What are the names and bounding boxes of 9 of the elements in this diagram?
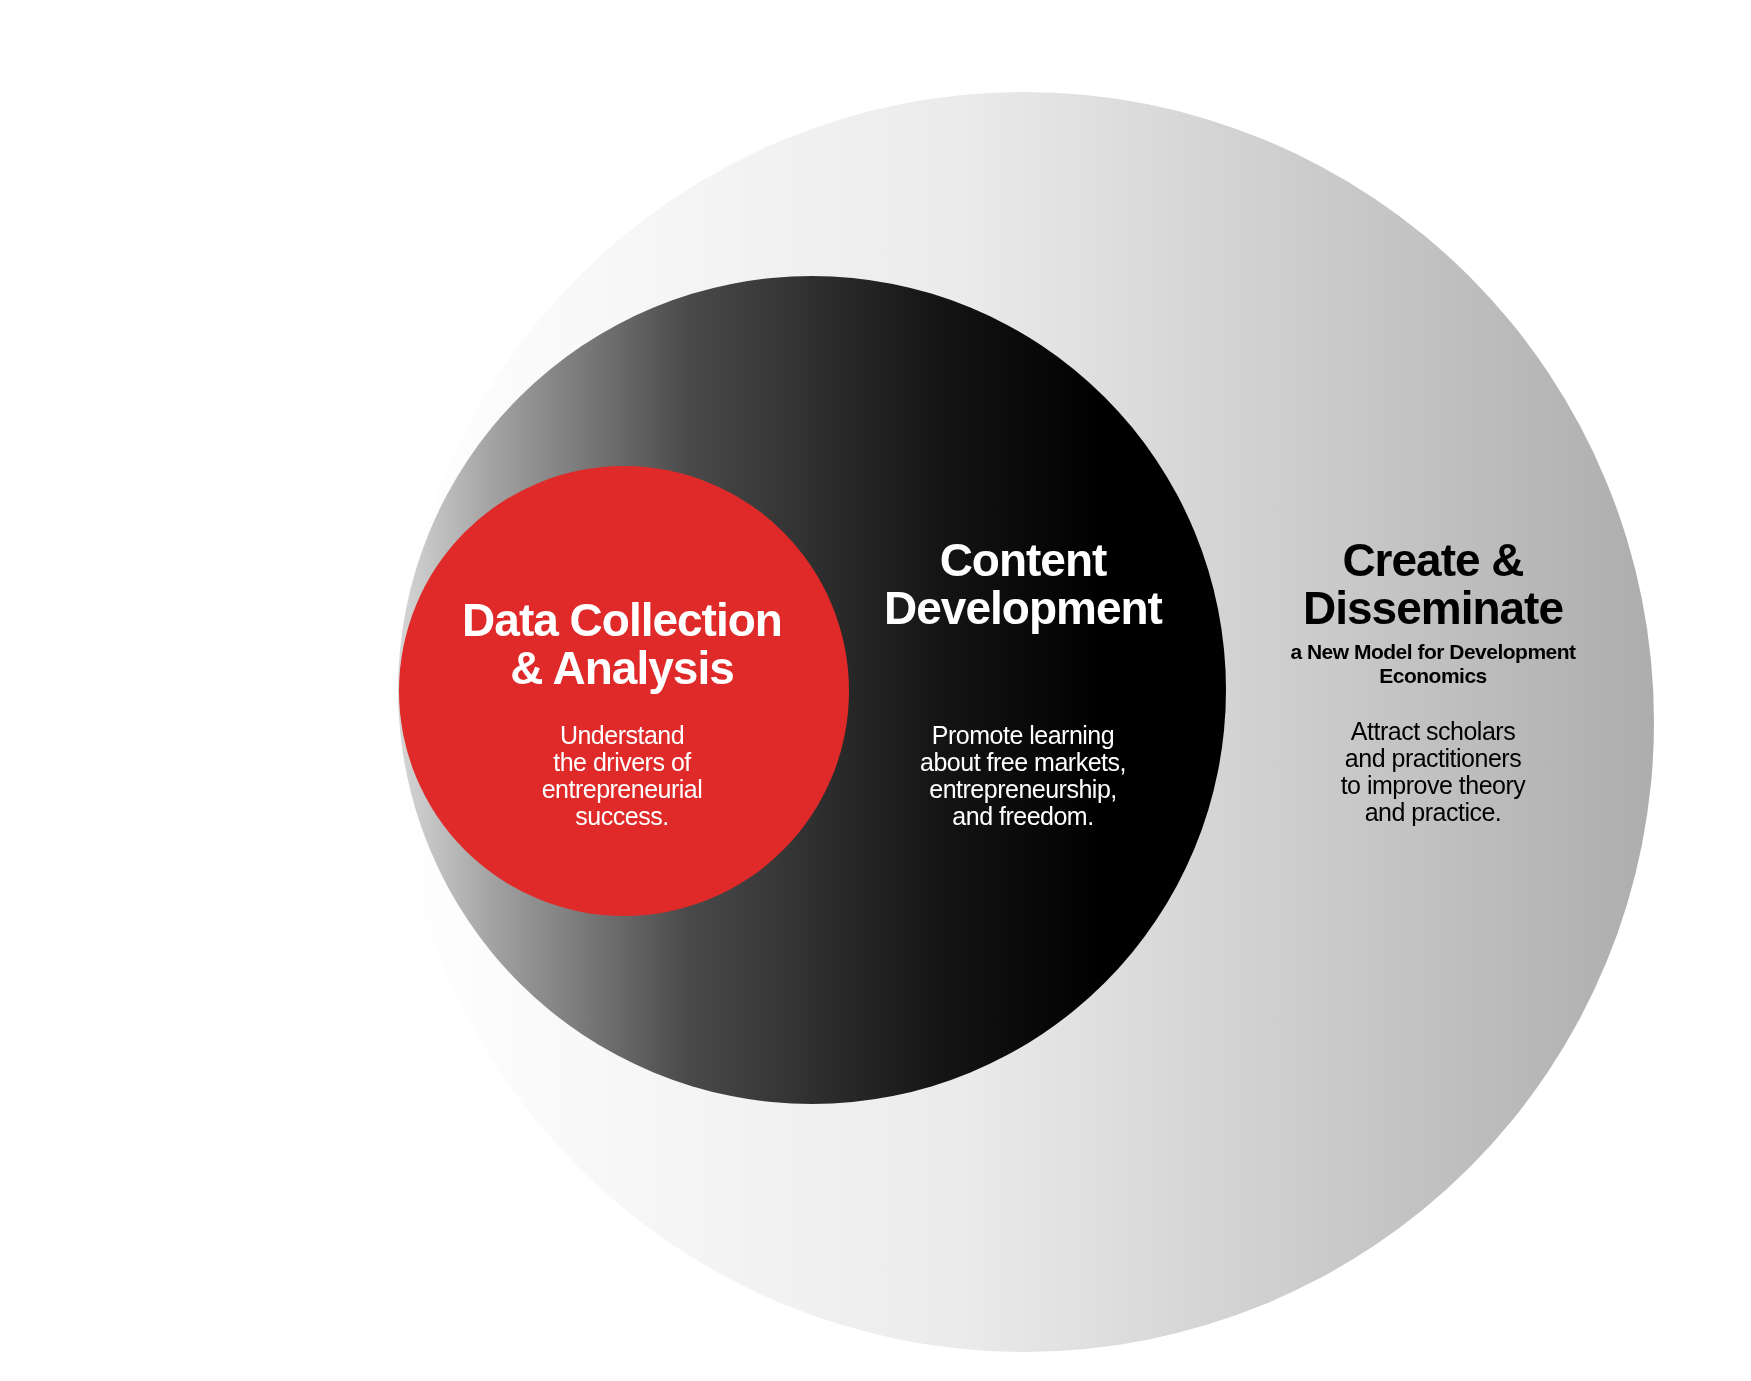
circle-heading: Create & Disseminate (1302, 536, 1564, 632)
circle-subtitle: a New Model for Development Economics (1289, 640, 1577, 688)
inner-circle (399, 466, 849, 916)
circle-description: Attract scholars and practitioners to improve theory and practice. (1339, 718, 1527, 826)
circle-description: Understand the drivers of entrepreneurial success. (541, 722, 703, 830)
middle-circle (398, 276, 1226, 1104)
circle-heading: Data Collection & Analysis (461, 596, 783, 692)
circle-heading: Content Development (883, 536, 1164, 632)
circle-description: Promote learning about free markets, entrepreneurship, and freedom. (919, 722, 1127, 830)
